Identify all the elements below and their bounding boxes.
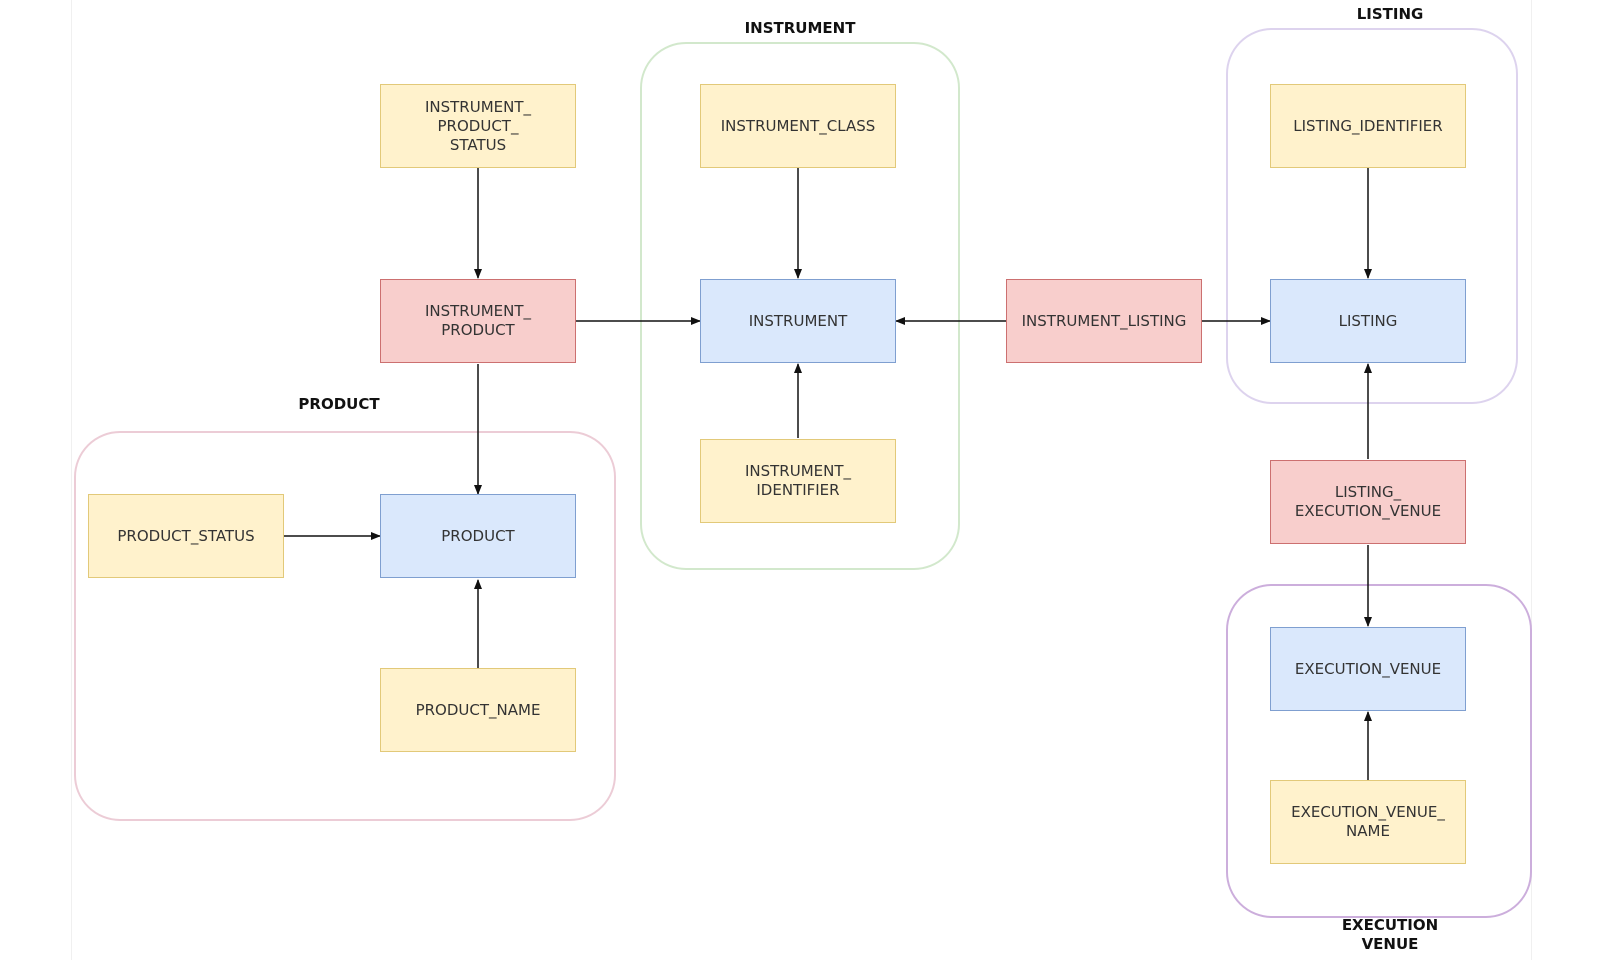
node-product: PRODUCT (380, 494, 576, 578)
node-listing: LISTING (1270, 279, 1466, 363)
node-instrument-identifier: INSTRUMENT_ IDENTIFIER (700, 439, 896, 523)
group-label-listing: LISTING (1356, 5, 1424, 23)
group-listing (1226, 28, 1518, 404)
node-execution-venue: EXECUTION_VENUE (1270, 627, 1466, 711)
group-label-execution-venue: EXECUTION VENUE (1341, 916, 1439, 953)
left-border-line (71, 0, 72, 960)
node-product-status: PRODUCT_STATUS (88, 494, 284, 578)
group-product (74, 431, 616, 821)
node-instrument: INSTRUMENT (700, 279, 896, 363)
node-product-name: PRODUCT_NAME (380, 668, 576, 752)
group-instrument (640, 42, 960, 570)
node-listing-identifier: LISTING_IDENTIFIER (1270, 84, 1466, 168)
node-instrument-product: INSTRUMENT_ PRODUCT (380, 279, 576, 363)
node-listing-execution-venue: LISTING_ EXECUTION_VENUE (1270, 460, 1466, 544)
node-instrument-product-status: INSTRUMENT_ PRODUCT_ STATUS (380, 84, 576, 168)
right-border-line (1531, 0, 1532, 960)
node-execution-venue-name: EXECUTION_VENUE_ NAME (1270, 780, 1466, 864)
group-execution-venue (1226, 584, 1532, 918)
group-label-product: PRODUCT (298, 395, 380, 413)
node-instrument-listing: INSTRUMENT_LISTING (1006, 279, 1202, 363)
group-label-instrument: INSTRUMENT (744, 19, 856, 37)
node-instrument-class: INSTRUMENT_CLASS (700, 84, 896, 168)
